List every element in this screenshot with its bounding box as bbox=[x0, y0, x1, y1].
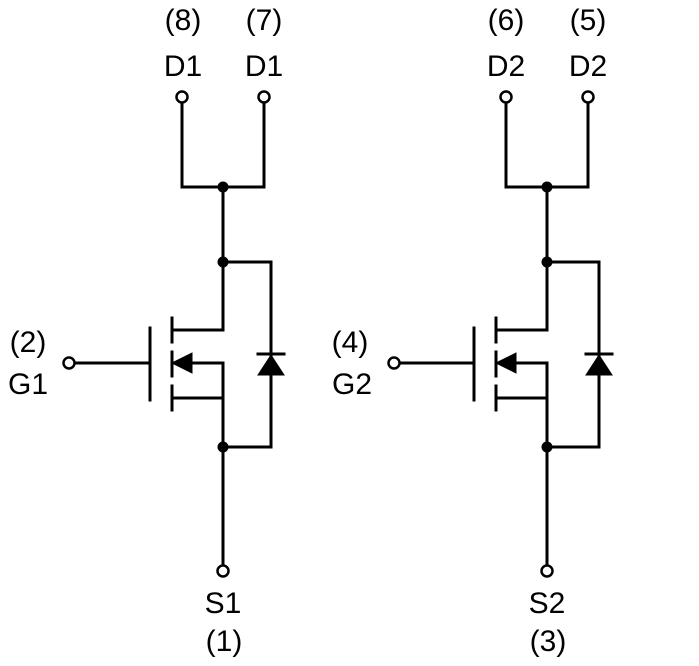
mosfet-2-drain-a-terminal bbox=[499, 90, 513, 104]
mosfet-1-drain-a-pin-label: (8) bbox=[165, 4, 202, 37]
mosfet-1-body-arrow bbox=[170, 352, 193, 374]
mosfet-1-source-name-label: S1 bbox=[205, 587, 242, 620]
mosfet-1-junction-dot bbox=[217, 441, 229, 453]
mosfet-1-drain-b-name-label: D1 bbox=[245, 50, 283, 83]
mosfet-2-drain-a-name-label: D2 bbox=[487, 50, 525, 83]
mosfet-1-drain-wire bbox=[170, 100, 266, 332]
mosfet-1-drain-a-terminal bbox=[175, 90, 189, 104]
mosfet-2-source-terminal bbox=[540, 564, 554, 578]
mosfet-2-drain-b-terminal bbox=[581, 90, 595, 104]
mosfet-1-drain-b-terminal bbox=[257, 90, 271, 104]
mosfet-1-gate-terminal bbox=[62, 356, 76, 370]
mosfet-2-diode-triangle bbox=[585, 354, 613, 376]
mosfet-2: (6) D2 (5) D2 (4) G2 S2 (3) bbox=[332, 4, 614, 658]
mosfet-2-drain-wire bbox=[494, 100, 590, 332]
mosfet-1-gate-pin-label: (2) bbox=[10, 326, 47, 359]
mosfet-1: (8) D1 (7) D1 (2) G1 S1 (1) bbox=[8, 4, 286, 658]
mosfet-2-drain-b-pin-label: (5) bbox=[570, 4, 607, 37]
mosfet-1-gate-name-label: G1 bbox=[8, 368, 48, 401]
mosfet-2-gate-name-label: G2 bbox=[332, 368, 372, 401]
mosfet-1-drain-b-pin-label: (7) bbox=[246, 4, 283, 37]
mosfet-1-diode-triangle bbox=[257, 354, 285, 376]
mosfet-1-source-terminal bbox=[216, 564, 230, 578]
mosfet-2-gate-pin-label: (4) bbox=[332, 326, 369, 359]
mosfet-2-source-pin-label: (3) bbox=[530, 625, 567, 658]
mosfet-2-body-wire bbox=[494, 361, 549, 567]
mosfet-2-junction-dot bbox=[541, 181, 553, 193]
mosfet-2-drain-b-name-label: D2 bbox=[569, 50, 607, 83]
mosfet-2-junction-dot bbox=[541, 441, 553, 453]
mosfet-2-body-arrow bbox=[494, 352, 517, 374]
mosfet-1-source-pin-label: (1) bbox=[206, 625, 243, 658]
mosfet-1-body-wire bbox=[170, 361, 225, 567]
mosfet-2-drain-a-pin-label: (6) bbox=[488, 4, 525, 37]
mosfet-2-source-name-label: S2 bbox=[529, 587, 566, 620]
mosfet-1-junction-dot bbox=[217, 256, 229, 268]
mosfet-2-junction-dot bbox=[541, 256, 553, 268]
mosfet-2-gate-terminal bbox=[387, 356, 401, 370]
mosfet-1-drain-a-name-label: D1 bbox=[164, 50, 202, 83]
mosfet-1-junction-dot bbox=[217, 181, 229, 193]
